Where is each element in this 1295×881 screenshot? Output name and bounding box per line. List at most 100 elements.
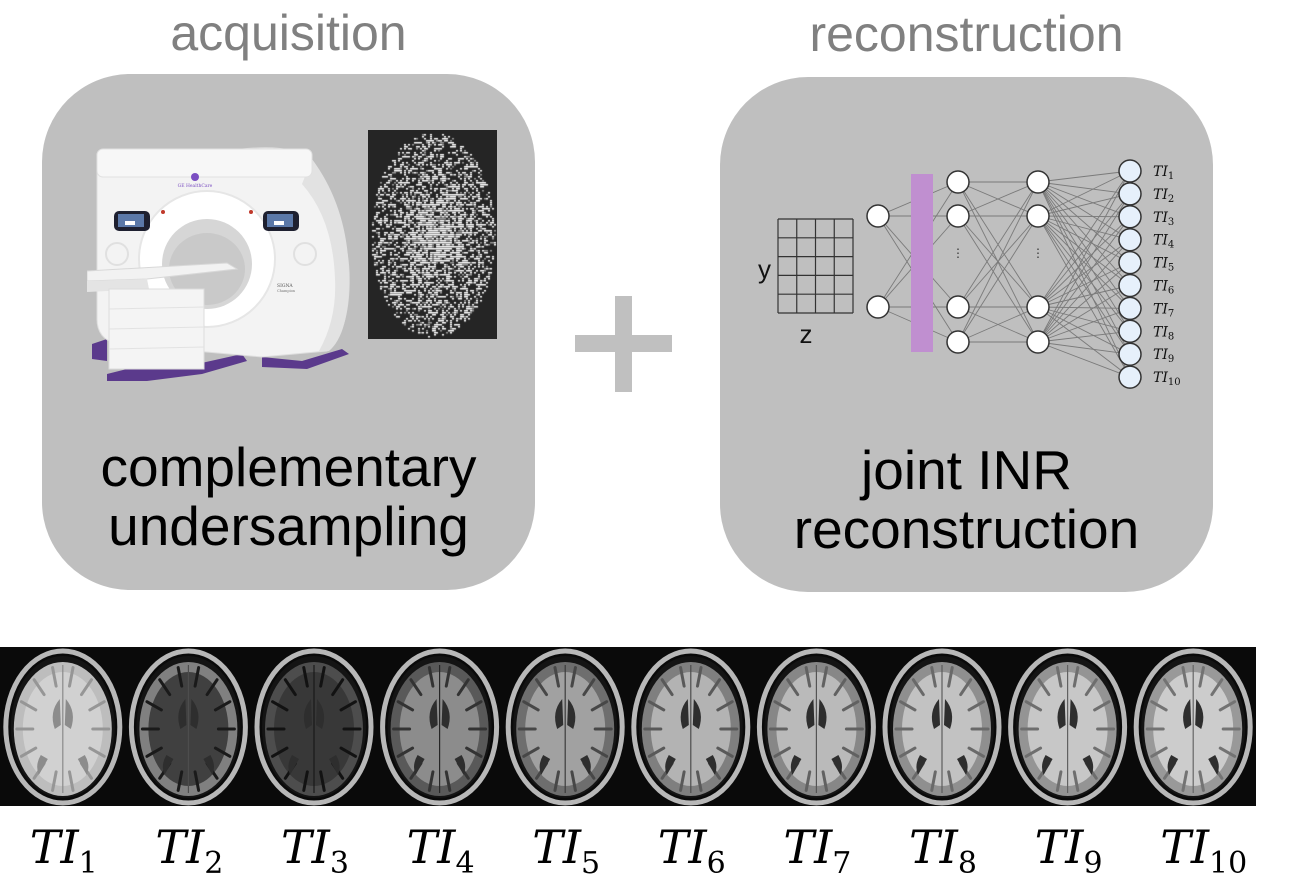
edge-hidden2-output xyxy=(1037,193,1131,217)
output-label: TI3 xyxy=(1153,210,1174,228)
scanner-model-sublabel: Champion xyxy=(277,289,296,293)
brain-slice-image xyxy=(254,648,374,806)
ti-label: TI10 xyxy=(1160,820,1248,881)
positional-encoding-layer xyxy=(911,174,933,352)
brain-slice-image xyxy=(128,648,248,806)
edge-hidden2-output xyxy=(1037,215,1131,241)
mri-scanner-illustration: GE HealthCare SIGNA Champion xyxy=(87,147,350,381)
edge-hidden2-output xyxy=(1037,193,1131,343)
edge-hidden2-output xyxy=(1037,193,1131,308)
grid-axis-y-label: y xyxy=(758,254,771,284)
edge-hidden1-hidden2 xyxy=(957,306,1039,343)
acquisition-title: acquisition xyxy=(170,5,407,61)
output-label: TI10 xyxy=(1153,370,1181,388)
input-node xyxy=(866,295,890,319)
edge-hidden2-output xyxy=(1037,307,1131,343)
ti-label: TI6 xyxy=(657,820,726,881)
reconstruction-title: reconstruction xyxy=(809,6,1124,62)
output-node xyxy=(1118,319,1142,344)
output-label: TI2 xyxy=(1153,187,1174,205)
edge-hidden2-output xyxy=(1037,181,1131,195)
edge-hidden2-output xyxy=(1037,181,1131,263)
ti-label: TI4 xyxy=(406,820,475,881)
edge-hidden2-output xyxy=(1037,170,1131,183)
undersampling-mask xyxy=(368,130,497,339)
hidden-layer1-node xyxy=(946,295,970,319)
scanner-model-label: SIGNA xyxy=(277,283,293,289)
hidden-layer2-node xyxy=(1026,295,1050,319)
input-coordinate-grid xyxy=(777,218,854,314)
hidden-layer2-node xyxy=(1026,204,1050,228)
input-node xyxy=(866,204,890,228)
output-label: TI1 xyxy=(1153,164,1174,182)
edge-hidden2-output xyxy=(1037,181,1131,309)
brain-slice-image xyxy=(631,648,751,806)
network-nodes xyxy=(866,159,1142,389)
hidden-layer1-node xyxy=(946,204,970,228)
brain-slice-image xyxy=(1133,648,1253,806)
edge-hidden2-output xyxy=(1037,170,1131,308)
edge-hidden1-hidden2 xyxy=(957,181,1039,343)
edge-hidden2-output xyxy=(1037,285,1131,343)
reconstruction-caption-line2: reconstruction xyxy=(793,498,1140,561)
edge-hidden2-output xyxy=(1037,341,1131,378)
output-label: TI5 xyxy=(1153,256,1174,274)
acquisition-caption-line1: complementary xyxy=(100,436,477,498)
brain-slice-image xyxy=(3,648,123,806)
reconstruction-caption-line1: joint INR xyxy=(861,439,1072,501)
edge-hidden2-output xyxy=(1037,215,1131,218)
edge-hidden2-output xyxy=(1037,239,1131,308)
output-node xyxy=(1118,296,1142,321)
ti-label: TI2 xyxy=(155,820,224,881)
hidden-layer2-ellipsis: ⋮ xyxy=(1032,246,1044,260)
brain-slice-image xyxy=(380,648,500,806)
edge-hidden2-output xyxy=(1037,341,1131,355)
output-node xyxy=(1118,182,1142,206)
grid-axis-z-label: z xyxy=(800,319,813,349)
output-node xyxy=(1118,342,1142,366)
output-label: TI4 xyxy=(1153,233,1174,251)
ge-logo-icon xyxy=(191,173,199,181)
edge-hidden2-output xyxy=(1037,170,1131,217)
output-node xyxy=(1118,365,1142,389)
ti-label: TI7 xyxy=(783,820,852,881)
brain-slice-image xyxy=(505,648,625,806)
edge-hidden2-output xyxy=(1037,330,1131,343)
hidden-layer1-node xyxy=(946,170,970,194)
reconstructed-images-strip xyxy=(0,647,1256,806)
ti-label: TI1 xyxy=(29,820,98,881)
output-node xyxy=(1118,205,1142,229)
edge-hidden2-output xyxy=(1037,181,1131,286)
hidden-layer2-node xyxy=(1026,170,1050,194)
ti-label: TI9 xyxy=(1034,820,1103,881)
edge-hidden2-output xyxy=(1037,181,1131,241)
indicator-light-right xyxy=(249,210,253,214)
scanner-base-right xyxy=(262,349,349,369)
edge-hidden2-output xyxy=(1037,170,1131,343)
edge-hidden2-output xyxy=(1037,306,1131,309)
brain-slice-image xyxy=(756,648,876,806)
reconstruction-caption: joint INR reconstruction xyxy=(720,439,1213,561)
output-label: TI7 xyxy=(1153,301,1174,319)
patient-table-top xyxy=(87,262,239,282)
acquisition-panel: GE HealthCare SIGNA Champion complementa… xyxy=(42,74,535,590)
edge-hidden1-hidden2 xyxy=(957,181,1039,308)
ti-label: TI5 xyxy=(532,820,601,881)
hidden-layer1-ellipsis: ⋮ xyxy=(952,246,964,260)
ti-label: TI3 xyxy=(281,820,349,881)
acquisition-caption: complementary undersampling xyxy=(42,436,535,558)
edge-hidden2-output xyxy=(1037,285,1131,308)
output-node xyxy=(1118,273,1142,298)
output-label: TI9 xyxy=(1153,347,1174,365)
acquisition-caption-line2: undersampling xyxy=(108,495,469,558)
edge-hidden2-output xyxy=(1037,216,1131,343)
indicator-light-left xyxy=(161,210,165,214)
hidden-layer2-node xyxy=(1026,330,1050,354)
output-label: TI8 xyxy=(1153,324,1174,342)
ti-label: TI8 xyxy=(909,820,977,881)
output-node xyxy=(1118,159,1142,183)
output-label: TI6 xyxy=(1153,279,1174,297)
